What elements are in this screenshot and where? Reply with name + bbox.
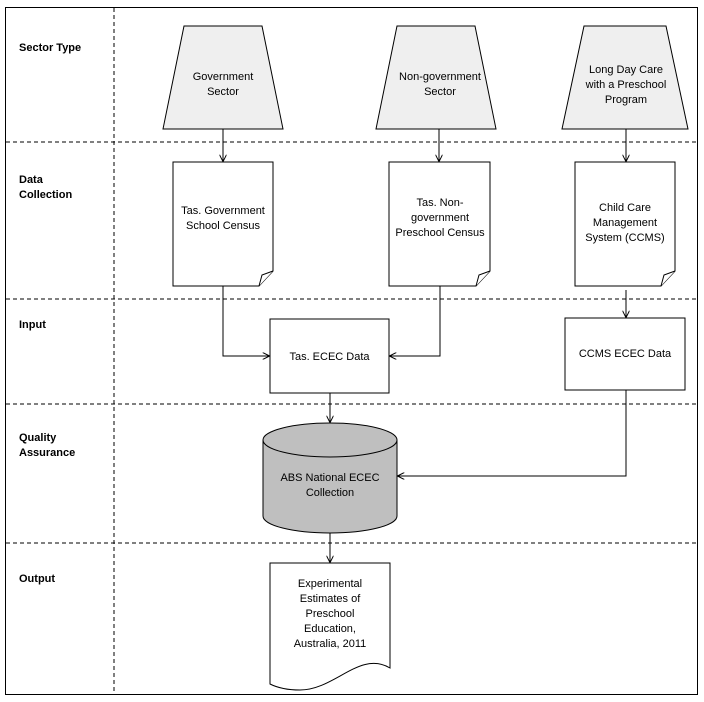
connectors (223, 129, 626, 562)
nongov-preschool-census-shape (388, 161, 491, 287)
lane-label-quality-assurance: Quality Assurance (19, 432, 76, 459)
gov-school-census-shape (172, 161, 274, 287)
lane-dividers (6, 8, 697, 694)
nongov-preschool-census-label: Tas. Non-government Preschool Census (395, 196, 485, 239)
gov-school-census-label: Tas. Government School Census (181, 205, 265, 232)
abs-national-database-shape (262, 422, 398, 534)
non-government-sector-shape (375, 25, 497, 130)
lane-label-output: Output (19, 573, 56, 585)
long-day-care-label: Long Day Care with a Preschool Program (585, 63, 667, 106)
government-sector-shape (162, 25, 284, 130)
ccms-ecec-data-label: CCMS ECEC Data (578, 347, 672, 360)
output-document-shape (269, 562, 391, 691)
lane-label-sector-type: Sector Type (19, 42, 82, 54)
long-day-care-shape (561, 25, 689, 130)
tas-ecec-data-box (269, 318, 390, 394)
abs-national-label: ABS National ECEC Collection (280, 472, 380, 499)
tas-ecec-data-label: Tas. ECEC Data (289, 350, 370, 363)
lane-label-data-collection: Data Collection (19, 174, 73, 201)
ccms-ecec-data-box (564, 317, 686, 391)
output-label: Experimental Estimates of Preschool Educ… (293, 577, 367, 650)
ccms-label: Child Care Management System (CCMS) (585, 201, 665, 244)
lane-label-input: Input (19, 319, 46, 331)
non-government-sector-label: Non-government Sector (399, 71, 481, 98)
ccms-shape (574, 161, 676, 287)
government-sector-label: Government Sector (192, 71, 254, 98)
